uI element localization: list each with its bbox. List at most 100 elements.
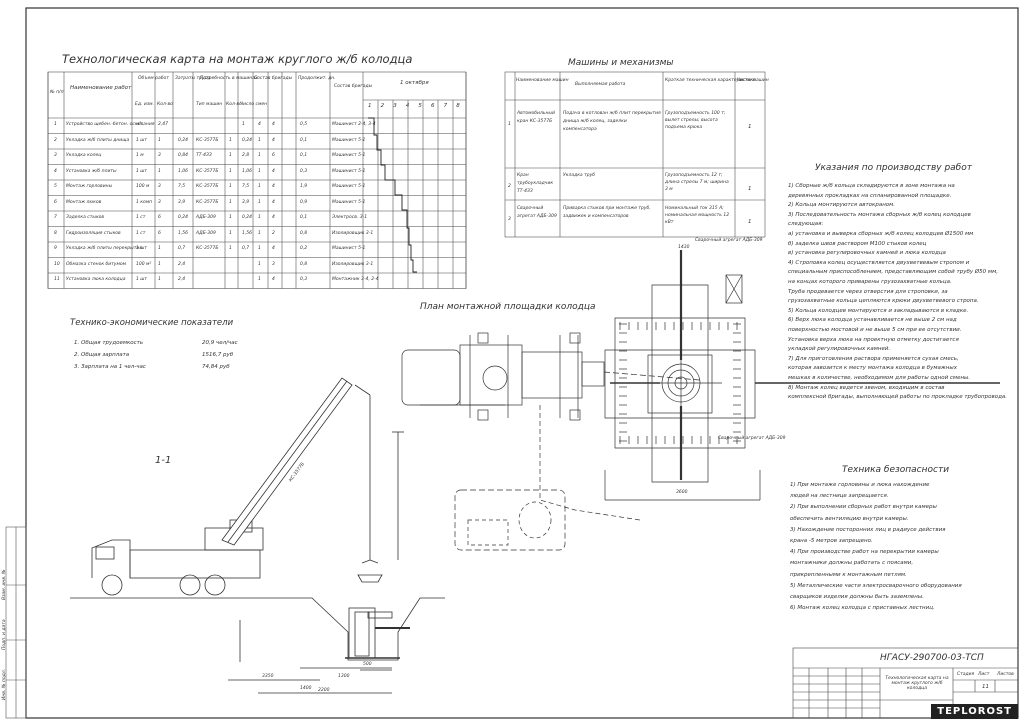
row-9-num: 9 [54,246,57,251]
row-11-crew: Монтажник 3-4, 2-4 [332,277,379,282]
th-crew: Состав бригады [334,84,373,89]
machines-title: Машины и механизмы [568,58,674,68]
instruction-line-1: 1) Сборные ж/б кольца складируются в зон… [788,183,955,189]
mrow-1-num: 1 [508,122,511,127]
safety-line-6: крана -5 метров запрещено. [790,538,873,544]
instruction-line-6: а) установка и выверка сборных ж/б колец… [788,231,974,237]
row-10-w2: 3 [272,261,275,267]
row-1-qty: 2,47 [158,122,169,127]
row-8-labor: 1,56 [178,230,189,236]
row-8-shifts: 1,56 [242,230,253,236]
th-day-5: 5 [418,103,422,109]
row-7-crew: Электросв. 3-1 [332,215,368,220]
sheet-frame [25,7,1019,719]
instruction-line-12: Труба продевается через отверстия для ст… [788,288,948,295]
mrow-3-num: 3 [508,217,511,222]
th-labor: Затраты труда [175,76,211,81]
th-date: 1 октября [400,80,429,86]
row-4-shifts: 1,06 [242,168,253,174]
row-4-w2: 4 [272,168,275,174]
section-view [70,377,445,694]
row-8-w2: 2 [272,230,275,236]
left-stamp-strip [5,526,27,719]
th-num: № п/п [50,90,64,95]
mrow-3-spec: Номинальный ток 315 А; номинальная мощно… [665,206,730,225]
row-7-labor: 0,24 [178,215,189,220]
row-8-num: 8 [54,230,57,236]
row-11-qty: 1 [158,277,161,282]
welder-label: Сварочный агрегат АДБ-309 [695,238,763,243]
mh-count: Число машин [737,78,769,83]
row-9-machine: КС-3577Б [196,246,219,251]
row-11-w2: 4 [272,277,275,282]
mrow-2-spec: Грузоподъемность 12 т; длина стрелы 7 м;… [665,173,729,192]
main-title: Технологическая карта на монтаж круглого… [62,52,413,66]
tep-title: Технико-экономические показатели [70,318,234,328]
mrow-3-work: Приварка стыков при монтаже труб, задвиж… [563,206,651,219]
row-1-dur: 0,5 [300,122,308,127]
row-5-w2: 4 [272,184,275,189]
row-4-machine: КС-3577Б [196,168,219,174]
row-1-name: Устройство щебен.-бетон. основания [66,122,155,127]
row-8-unit: 1 ст [136,230,146,236]
row-2-w2: 4 [272,137,275,143]
row-10-qty: 1 [158,261,161,267]
row-8-crew: Изолировщик 3-1 [332,230,374,236]
safety-line-3: 2) При выполнении сборных работ внутри к… [790,504,937,511]
row-6-dur: 0,9 [300,199,308,205]
row-8-machine: АДБ-309 [196,230,216,236]
th-unit: Ед. изм. [135,102,154,107]
row-3-labor: 0,84 [178,153,189,158]
section-label: 1-1 [155,455,172,466]
row-8-mqty: 1 [229,230,232,236]
row-5-dur: 1,9 [300,184,308,189]
row-10-unit: 100 м² [136,261,152,267]
tep-value-3: 74,84 руб [202,364,230,370]
row-9-unit: 1 шт [136,246,148,251]
row-9-crew: Машинист 5-1 [332,246,366,251]
row-9-name: Укладка ж/б плиты перекрытия [66,246,142,251]
row-2-crew: Машинист 5-1 [332,137,366,143]
site-plan [401,250,1000,551]
safety-line-5: 3) Нахождение посторонних лиц в радиусе … [790,526,946,533]
row-4-mqty: 1 [229,168,232,174]
instruction-line-19: 7) Для приготовления раствора применяетс… [788,355,959,362]
row-8-name: Гидроизоляция стыков [66,230,121,236]
row-9-qty: 1 [158,246,161,251]
row-5-num: 5 [54,184,57,189]
safety-line-12: 6) Монтаж колец колодца с приставных лес… [790,605,935,612]
instruction-line-16: поверхностью мостовой и не выше 5 см при… [788,327,962,333]
instruction-line-23: комплексной бригады, выполняющей работы … [788,394,1008,401]
document-code: НГАСУ-290700-03-ТСП [880,653,984,663]
row-1-num: 1 [54,122,57,127]
row-8-qty: 6 [158,230,161,236]
row-8-w1: 1 [258,230,261,236]
row-10-num: 10 [54,261,60,267]
th-mqty: Кол-во [226,102,242,107]
th-name: Наименование работ [70,85,132,91]
row-4-labor: 1,06 [178,168,189,174]
th-duration: Продолжит. дн. [298,76,336,81]
instruction-line-21: мешках в количестве, необходимом для раб… [788,375,971,381]
safety-line-9: прикрепленными к монтажным петлям. [790,571,907,578]
row-1-shifts: 1 [242,122,245,127]
th-qty: Кол-во [157,102,173,107]
row-10-crew: Изолировщик 3-1 [332,261,374,267]
instruction-line-11: на концах которого приварены грузозахват… [788,279,952,285]
row-3-crew: Машинист 5-1 [332,153,366,158]
row-10-labor: 2,4 [178,261,186,267]
row-2-labor: 0,24 [178,137,189,143]
safety-line-10: 5) Металлические части электросварочного… [790,582,962,589]
row-9-mqty: 1 [229,246,232,251]
mrow-1-work: Подача в котлован ж/б плит перекрытия дн… [563,111,661,132]
truck-frame [129,549,261,579]
safety-line-2: людей на лестнице запрещается. [790,493,889,500]
th-crew-a: Состав бригады [254,76,293,81]
doc-description: Технологическая карта на монтаж круглого… [885,676,949,691]
machines-table-grid [504,71,766,238]
instruction-line-15: 6) Верх люка колодца устанавливается не … [788,317,957,324]
safety-line-8: монтажники должны работать с поясами, [790,560,914,567]
row-6-unit: 1 комп [136,199,153,205]
row-6-w2: 4 [272,199,275,205]
